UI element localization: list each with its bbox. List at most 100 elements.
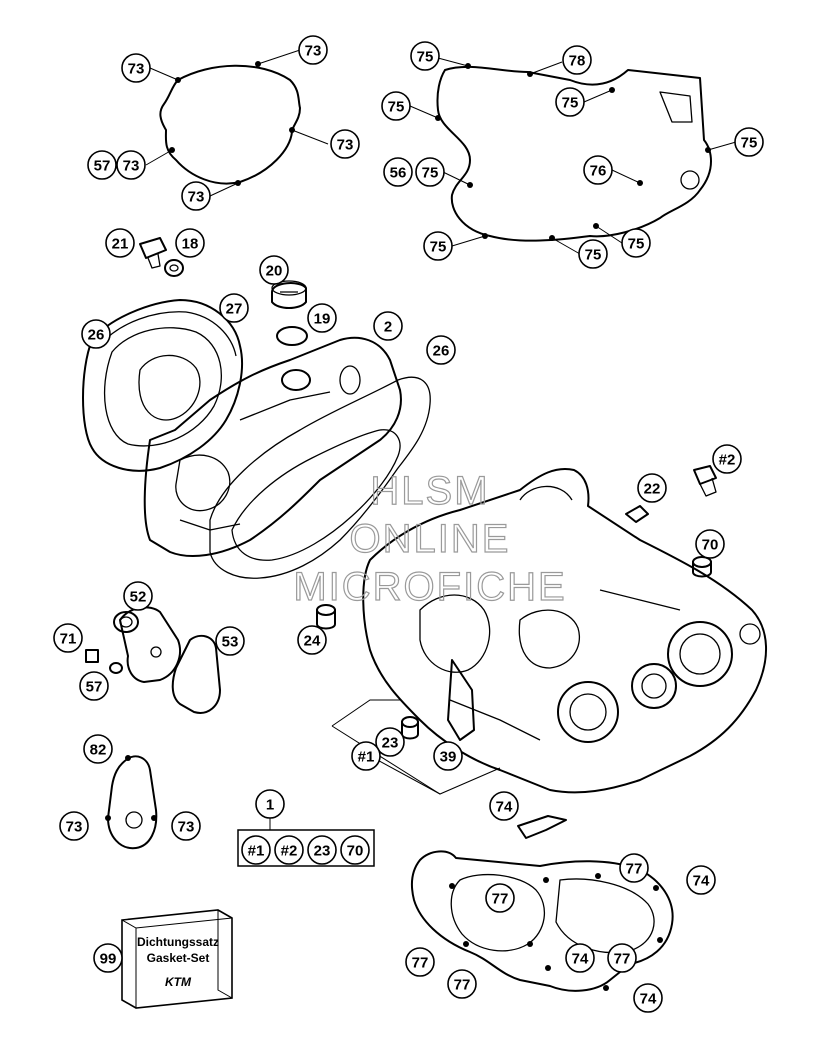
callout-number: 19 bbox=[314, 311, 331, 328]
callout-23-c23b[interactable]: 23 bbox=[307, 835, 337, 865]
callout-99-c99[interactable]: 99 bbox=[93, 943, 123, 973]
callout-circle bbox=[121, 53, 151, 83]
callout-74-c74c[interactable]: 74 bbox=[565, 943, 595, 973]
callout-circle bbox=[565, 943, 595, 973]
callout-circle bbox=[241, 835, 271, 865]
callout-73-c73b[interactable]: 73 bbox=[298, 35, 328, 65]
callout-57-c57a[interactable]: 57 bbox=[87, 150, 117, 180]
callout-75-c75h[interactable]: 75 bbox=[621, 228, 651, 258]
callout-number: 2 bbox=[384, 319, 392, 336]
callout-circle bbox=[93, 943, 123, 973]
callout-circle bbox=[383, 157, 413, 187]
clutch-gasket-leaders bbox=[409, 57, 737, 255]
callout-number: #1 bbox=[248, 843, 265, 860]
callout-number: #2 bbox=[719, 452, 736, 469]
callout-18-c18[interactable]: 18 bbox=[175, 228, 205, 258]
callout-kit1-cH1b[interactable]: #1 bbox=[241, 835, 271, 865]
callout-21-c21[interactable]: 21 bbox=[105, 228, 135, 258]
callout-76-c76[interactable]: 76 bbox=[583, 155, 613, 185]
callout-number: 75 bbox=[585, 247, 602, 264]
brand-logo: KTM bbox=[165, 975, 192, 989]
callout-77-c77a[interactable]: 77 bbox=[619, 853, 649, 883]
callout-75-c75f[interactable]: 75 bbox=[423, 231, 453, 261]
callout-70-c70b[interactable]: 70 bbox=[340, 835, 370, 865]
callout-74-c74b[interactable]: 74 bbox=[686, 865, 716, 895]
callout-77-c77d[interactable]: 77 bbox=[607, 943, 637, 973]
callout-78-c78[interactable]: 78 bbox=[562, 45, 592, 75]
callout-number: 77 bbox=[412, 955, 429, 972]
callout-75-c75g[interactable]: 75 bbox=[578, 239, 608, 269]
callout-53-c53[interactable]: 53 bbox=[215, 626, 245, 656]
callout-number: 70 bbox=[347, 843, 364, 860]
callout-number: 75 bbox=[628, 236, 645, 253]
callout-73-c73d[interactable]: 73 bbox=[116, 150, 146, 180]
callout-77-c77c[interactable]: 77 bbox=[405, 947, 435, 977]
callout-77-c77e[interactable]: 77 bbox=[447, 969, 477, 999]
crankcase-assembly bbox=[362, 468, 767, 794]
callout-73-c73c[interactable]: 73 bbox=[330, 129, 360, 159]
callout-number: 57 bbox=[94, 158, 111, 175]
callout-number: 74 bbox=[640, 991, 657, 1008]
callout-circle bbox=[447, 969, 477, 999]
callout-22-c22[interactable]: 22 bbox=[637, 473, 667, 503]
callout-circle bbox=[423, 231, 453, 261]
watermark-line1: HLSM bbox=[370, 469, 489, 513]
callout-75-c75c[interactable]: 75 bbox=[381, 91, 411, 121]
callout-73-c73a[interactable]: 73 bbox=[121, 53, 151, 83]
callout-26-c26b[interactable]: 26 bbox=[426, 335, 456, 365]
callout-39-c39[interactable]: 39 bbox=[433, 741, 463, 771]
callout-26-c26a[interactable]: 26 bbox=[81, 319, 111, 349]
dowel-70 bbox=[692, 556, 712, 578]
callout-number: 74 bbox=[572, 951, 589, 968]
callout-70-c70a[interactable]: 70 bbox=[695, 529, 725, 559]
callout-kit2-cH2a[interactable]: #2 bbox=[712, 444, 742, 474]
callout-19-c19[interactable]: 19 bbox=[307, 303, 337, 333]
callout-73-c73f[interactable]: 73 bbox=[59, 811, 89, 841]
callout-circle bbox=[410, 41, 440, 71]
callout-52-c52[interactable]: 52 bbox=[123, 581, 153, 611]
callout-73-c73e[interactable]: 73 bbox=[181, 181, 211, 211]
callout-57-c57b[interactable]: 57 bbox=[79, 671, 109, 701]
callout-number: 23 bbox=[314, 843, 331, 860]
callout-2-c2[interactable]: 2 bbox=[373, 311, 403, 341]
callout-circle bbox=[485, 883, 515, 913]
callout-73-c73g[interactable]: 73 bbox=[171, 811, 201, 841]
callout-56-c56[interactable]: 56 bbox=[383, 157, 413, 187]
callout-24-c24[interactable]: 24 bbox=[297, 625, 327, 655]
callout-number: 73 bbox=[123, 158, 140, 175]
callout-75-c75d[interactable]: 75 bbox=[734, 127, 764, 157]
bolt-#2 bbox=[693, 465, 717, 497]
callout-circle bbox=[686, 865, 716, 895]
callout-circle bbox=[219, 293, 249, 323]
callout-number: 24 bbox=[304, 633, 321, 650]
callout-75-c75a[interactable]: 75 bbox=[410, 41, 440, 71]
callout-77-c77b[interactable]: 77 bbox=[485, 883, 515, 913]
callout-kit1-cH1a[interactable]: #1 bbox=[351, 741, 381, 771]
callout-kit2-cH2b[interactable]: #2 bbox=[274, 835, 304, 865]
callout-82-c82[interactable]: 82 bbox=[83, 734, 113, 764]
callout-number: 75 bbox=[430, 239, 447, 256]
callout-circle bbox=[381, 91, 411, 121]
callout-number: 73 bbox=[66, 819, 83, 836]
ignition-cover-gasket bbox=[159, 61, 301, 186]
callout-74-c74a[interactable]: 74 bbox=[489, 791, 519, 821]
callout-75-c75b[interactable]: 75 bbox=[555, 87, 585, 117]
callout-number: #2 bbox=[281, 843, 298, 860]
callout-74-c74d[interactable]: 74 bbox=[633, 983, 663, 1013]
watermark: HLSM ONLINE MICROFICHE bbox=[293, 468, 566, 609]
washer-18 bbox=[164, 259, 184, 277]
gasket-set-package-99 bbox=[121, 909, 233, 1009]
screw-71 bbox=[85, 649, 99, 663]
callout-27-c27[interactable]: 27 bbox=[219, 293, 249, 323]
callout-1-c1[interactable]: 1 bbox=[255, 789, 285, 819]
callout-20-c20[interactable]: 20 bbox=[259, 255, 289, 285]
callout-23-c23a[interactable]: 23 bbox=[375, 727, 405, 757]
callout-circle bbox=[215, 626, 245, 656]
callout-75-c75e[interactable]: 75 bbox=[415, 157, 445, 187]
callout-circle bbox=[426, 335, 456, 365]
callout-71-c71[interactable]: 71 bbox=[53, 623, 83, 653]
callout-circle bbox=[123, 581, 153, 611]
callout-number: 77 bbox=[626, 861, 643, 878]
callout-circle bbox=[274, 835, 304, 865]
